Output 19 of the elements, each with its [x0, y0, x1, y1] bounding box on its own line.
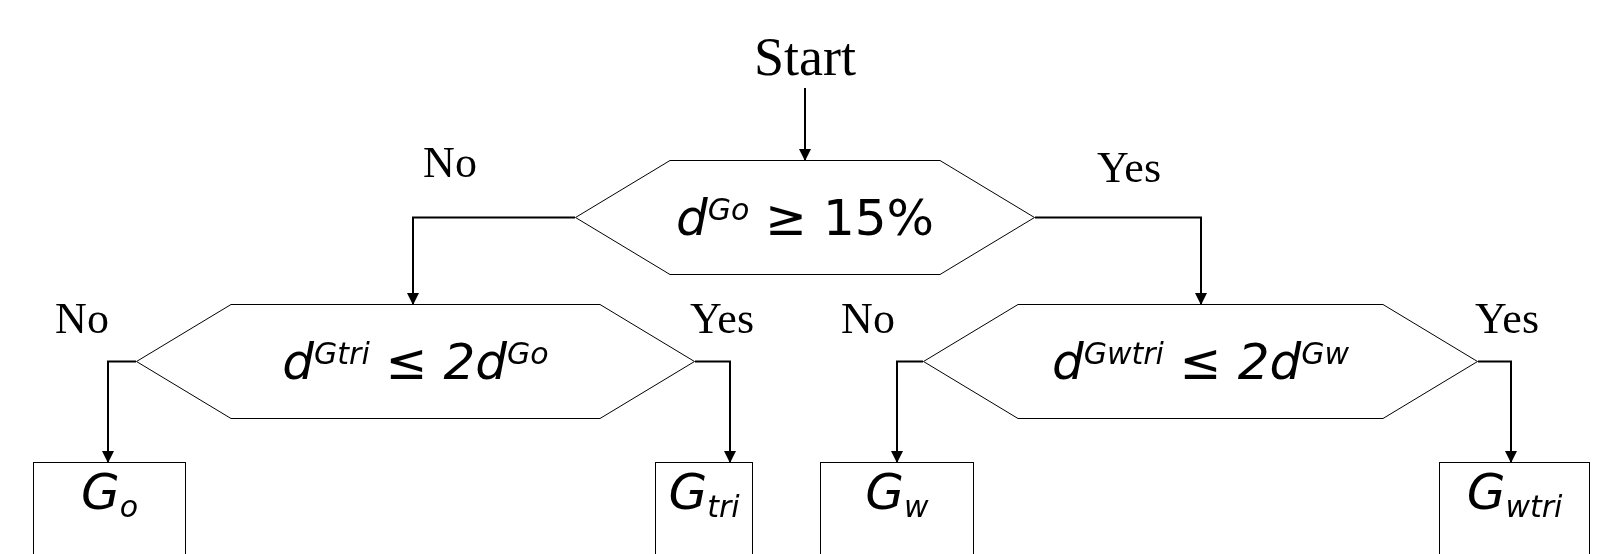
formula-text: d$^{Gtri}$ ≤ 2d$^{Go}$	[282, 336, 549, 387]
arrow	[891, 360, 924, 463]
formula-text: G$_{w}$	[865, 467, 929, 526]
outcome-box	[1439, 462, 1590, 554]
formula-text: d$^{Go}$ ≥ 15%	[675, 192, 935, 243]
arrow	[407, 216, 576, 305]
formula-text: d$^{Gwtri}$ ≤ 2d$^{Gw}$	[1052, 336, 1349, 387]
outcome-box	[820, 462, 974, 554]
arrow	[694, 360, 736, 463]
arrow	[799, 87, 811, 161]
outcome-box	[33, 462, 186, 554]
outcome-box	[655, 462, 753, 554]
formula-text: G$_{tri}$	[668, 467, 740, 526]
start-label: Start	[754, 29, 856, 84]
formula-text: G$_{o}$	[80, 467, 139, 526]
arrow	[1034, 216, 1207, 305]
arrow	[1477, 360, 1517, 463]
formula-text: G$_{wtri}$	[1466, 467, 1563, 526]
arrow	[102, 360, 137, 463]
